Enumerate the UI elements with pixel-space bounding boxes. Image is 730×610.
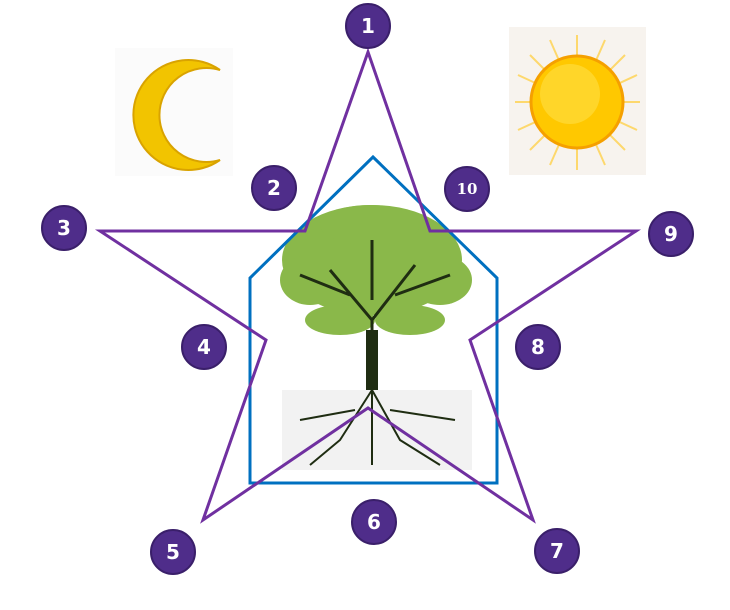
tree-with-roots-icon (280, 205, 472, 470)
badge-3: 3 (41, 205, 87, 251)
star-outline (94, 47, 642, 524)
badge-7: 7 (534, 528, 580, 574)
badge-10: 10 (444, 166, 490, 212)
badge-6: 6 (351, 499, 397, 545)
house-outline (248, 154, 499, 485)
badge-1: 1 (345, 3, 391, 49)
badge-9: 9 (648, 211, 694, 257)
badge-2: 2 (251, 165, 297, 211)
badge-4: 4 (181, 324, 227, 370)
badge-5: 5 (150, 529, 196, 575)
badge-8: 8 (515, 324, 561, 370)
sun-icon (509, 27, 646, 175)
moon-icon (115, 48, 233, 176)
